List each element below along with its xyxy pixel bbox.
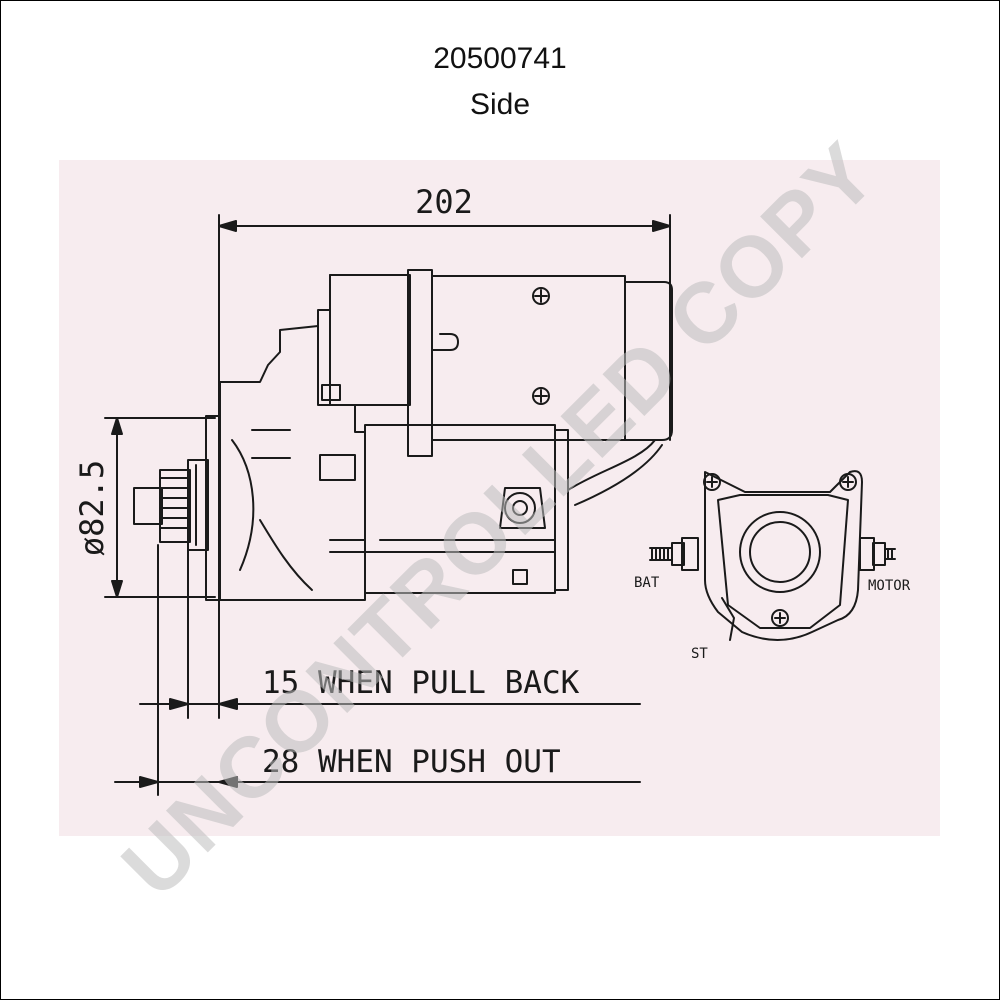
- st-terminal-label: ST: [691, 646, 708, 662]
- diameter-dimension: [104, 417, 216, 598]
- bat-terminal-label: BAT: [634, 575, 660, 591]
- diameter-dimension-label: ø82.5: [73, 460, 111, 556]
- starter-body: [205, 269, 673, 601]
- push-out-label: 28 WHEN PUSH OUT: [262, 744, 561, 780]
- length-dimension: [218, 214, 671, 601]
- solenoid-cap-view: [649, 470, 896, 641]
- part-number: 20500741: [433, 42, 567, 75]
- length-dimension-label: 202: [415, 183, 473, 221]
- view-label: Side: [469, 88, 531, 121]
- pinion: [133, 459, 209, 551]
- pinion-travel-dimensions: [114, 544, 641, 796]
- motor-terminal-label: MOTOR: [868, 578, 911, 594]
- pull-back-label: 15 WHEN PULL BACK: [262, 665, 580, 701]
